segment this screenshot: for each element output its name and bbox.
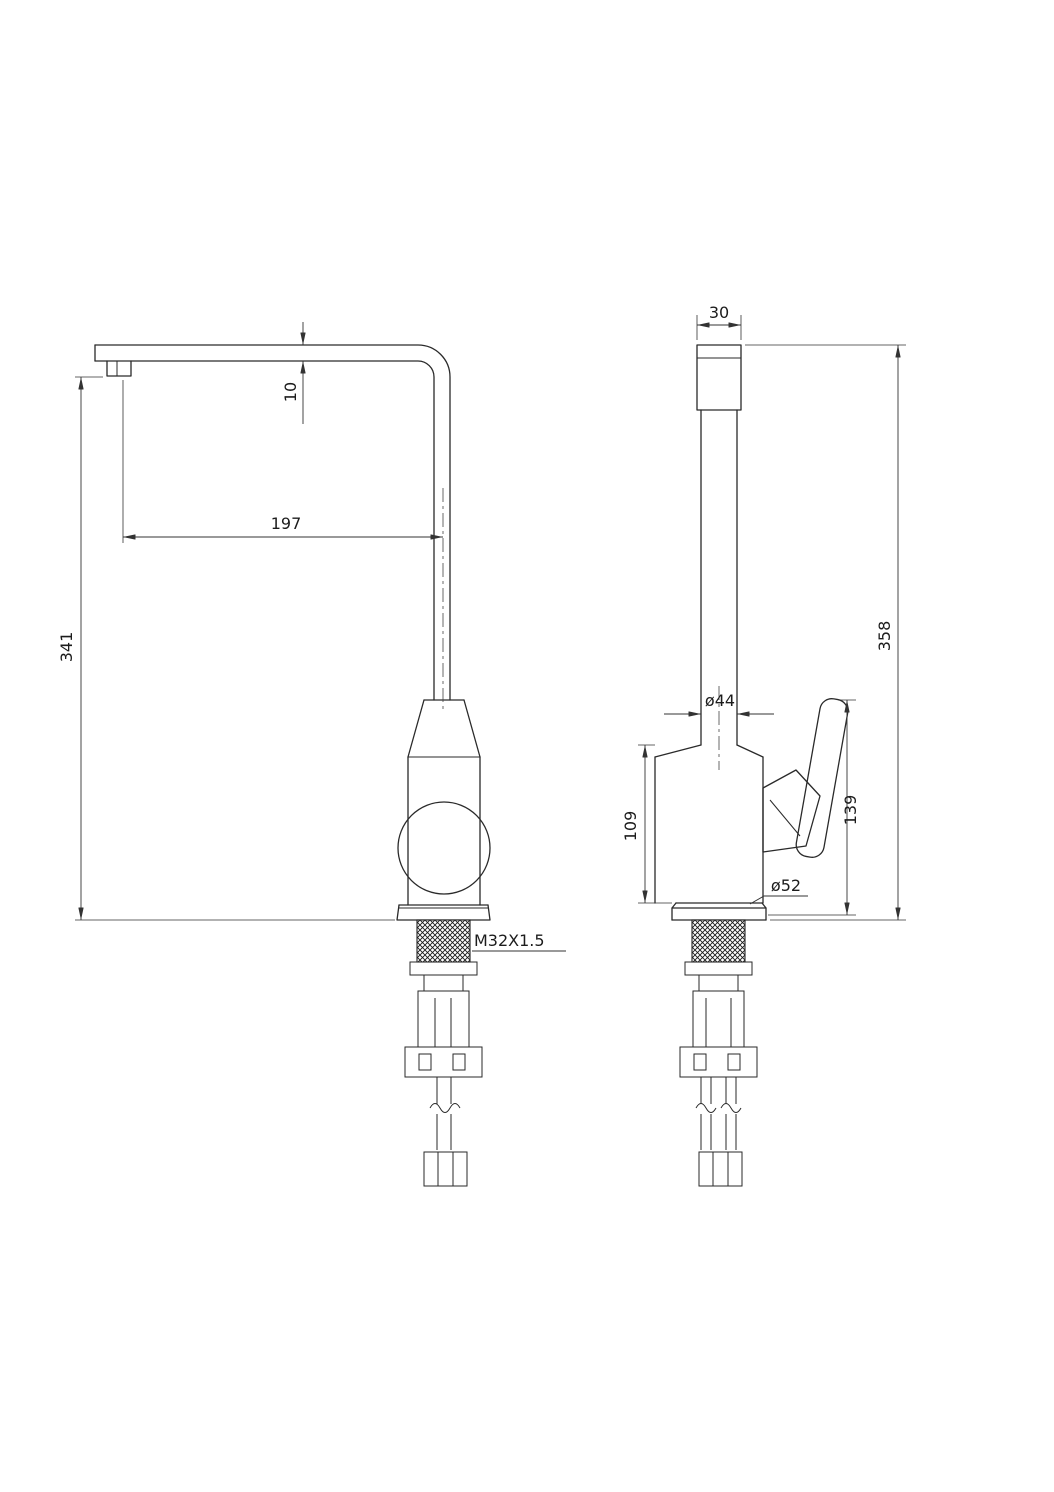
front-view: 30 ø44 109 139 ø52 [621,303,906,1187]
thread-spec-callout: M32X1.5 [472,931,566,952]
dim-handle-height-label: 139 [841,795,860,826]
dim-base-diameter-label: ø52 [771,876,801,895]
dim-column-diameter-label: ø44 [705,691,735,710]
dimension-body-height: 109 [621,744,672,904]
dim-spout-thickness-label: 10 [281,382,300,402]
dim-spout-reach-label: 197 [271,514,302,533]
dim-total-height-label: 358 [875,621,894,652]
dimension-column-diameter: ø44 [664,691,774,717]
dim-spout-width-label: 30 [709,303,729,322]
dimension-total-height: 358 [745,344,906,921]
dimension-spout-height: 341 [57,376,395,921]
dimension-handle-height: 139 [768,699,860,916]
dimension-base-diameter: ø52 [749,876,808,905]
dim-spout-height-label: 341 [57,632,76,663]
dimension-spout-reach: 197 [122,380,443,543]
dimension-spout-thickness: 10 [281,322,306,424]
dim-body-height-label: 109 [621,811,640,842]
thread-spec-label: M32X1.5 [474,931,545,950]
side-view: 10 197 341 M32X1.5 [57,322,566,1187]
dimension-spout-width: 30 [696,303,742,340]
